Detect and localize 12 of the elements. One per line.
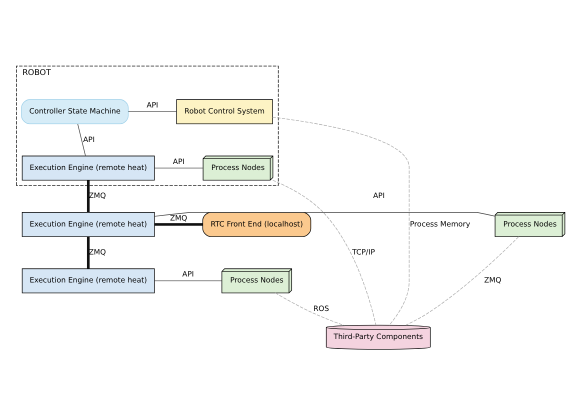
connector [272, 179, 376, 325]
connector [406, 236, 519, 325]
connector [275, 292, 344, 326]
connector [86, 180, 90, 212]
connector [272, 116, 410, 325]
connector [154, 222, 203, 226]
connector [86, 236, 90, 268]
connector [77, 123, 86, 156]
connector [128, 110, 177, 112]
connector [154, 280, 222, 281]
connector [154, 167, 204, 168]
connector [154, 212, 496, 216]
